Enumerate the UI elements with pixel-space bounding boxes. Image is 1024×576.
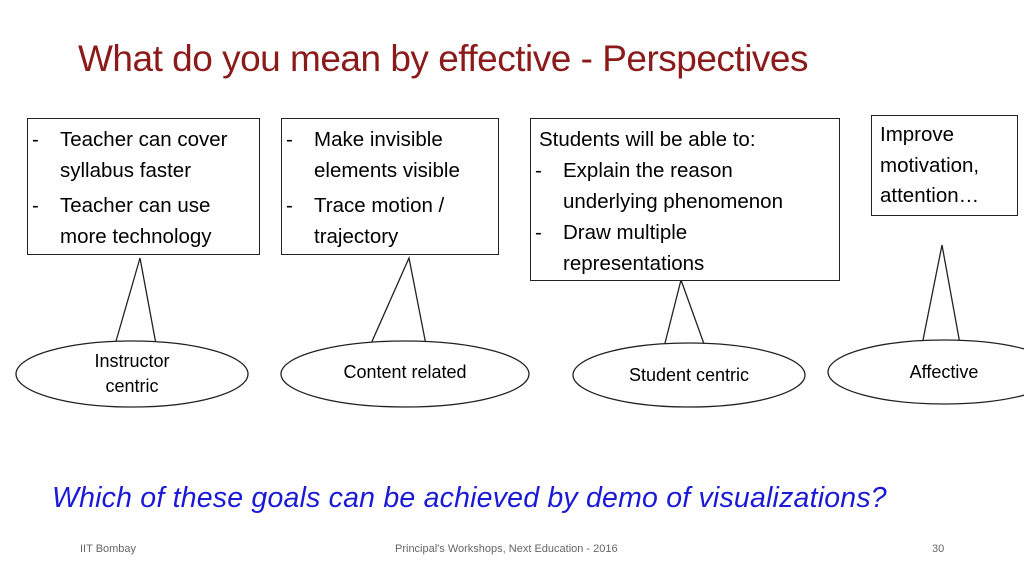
box-lead-text: Improve motivation, attention… bbox=[880, 123, 980, 207]
oval-affective bbox=[827, 339, 1024, 405]
list-item: Draw multiple representations bbox=[531, 217, 833, 279]
perspective-label: Content related bbox=[343, 362, 467, 382]
oval-content-related bbox=[280, 340, 530, 408]
perspective-label: Instructor centric bbox=[94, 351, 170, 396]
oval-instructor-centric bbox=[15, 340, 249, 408]
box-lead-text: Students will be able to: bbox=[539, 128, 756, 151]
oval-student-centric bbox=[572, 342, 806, 408]
footer-left: IIT Bombay bbox=[80, 543, 137, 555]
list-item: Make invisible elements visible bbox=[282, 124, 492, 186]
student-goals-box: Students will be able to: Explain the re… bbox=[530, 118, 840, 281]
instructor-goals-box: Teacher can cover syllabus faster Teache… bbox=[27, 118, 260, 255]
callout-pointer-affective bbox=[919, 244, 963, 356]
footer-center: Principal's Workshops, Next Education - … bbox=[395, 543, 618, 555]
list-item: Trace motion / trajectory bbox=[282, 190, 492, 252]
list-item: Explain the reason underlying phenomenon bbox=[531, 155, 833, 217]
callout-pointer-instructor bbox=[111, 257, 159, 356]
content-goals-box: Make invisible elements visible Trace mo… bbox=[281, 118, 499, 255]
perspective-label: Student centric bbox=[628, 365, 750, 385]
list-item: Teacher can use more technology bbox=[28, 190, 253, 252]
affective-goals-box: Improve motivation, attention… bbox=[871, 115, 1018, 216]
slide-title: What do you mean by effective - Perspect… bbox=[78, 38, 809, 79]
perspective-label: Affective bbox=[909, 362, 979, 382]
callout-pointer-content bbox=[365, 255, 429, 356]
page-number: 30 bbox=[932, 543, 945, 555]
discussion-question: Which of these goals can be achieved by … bbox=[52, 482, 887, 514]
list-item: Teacher can cover syllabus faster bbox=[28, 124, 253, 186]
